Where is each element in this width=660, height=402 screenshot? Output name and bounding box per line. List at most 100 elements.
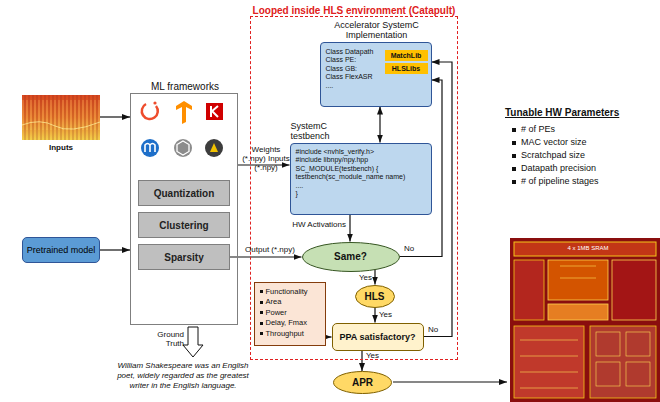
bullet-row: # of pipeline stages [512,176,652,187]
pretrained-box: Pretrained model [22,237,100,263]
parameter-item: MAC vector size [521,137,587,148]
code-box: SystemC testbench#include <nvhls_verify.… [290,143,432,215]
bullet-row: # of PEs [512,124,652,135]
connector [349,215,350,242]
edge-label: Yes [354,273,372,282]
edge-label: Yes [366,351,384,360]
chip-layout [510,238,660,402]
node-heading: Accelerator SystemC Implementation [309,20,445,41]
ground-truth-arrow [183,327,203,357]
bullet-square [260,332,263,335]
framework-icons [141,101,223,157]
node-text: Class GB: [326,65,386,74]
bullet-square [260,290,263,293]
bullet-row: Datapath precision [512,163,652,174]
metric-item: Functionality [266,287,308,298]
connector [374,308,375,323]
bullet-square [512,141,516,145]
node-text: } [296,190,427,199]
ellipse-shape [302,242,399,271]
note-label: Ground Truth [138,330,184,348]
apr-to-chip-arrow [393,382,507,383]
ellipse-shape [334,372,392,394]
edge-label: HW Activations [288,220,346,229]
node-text: testbench(sc_module_name name) [296,173,427,182]
node-text: Pretrained model [27,245,96,255]
node-text: HLS [365,291,385,302]
bullet-row: Delay, Fmax [260,318,322,329]
node-text: .... [296,182,427,191]
node-heading: Inputs [22,143,100,152]
code-box: Accelerator SystemC ImplementationClass … [320,42,432,107]
bullet-square [512,167,516,171]
bullet-row: MAC vector size [512,137,652,148]
decision-ellipse: Same? [302,242,400,272]
node-text: Sparsity [164,252,203,263]
bullet-row: Power [260,308,322,319]
bullet-row: Functionality [260,287,322,298]
node-text: #include libnpy/npy.hpp [296,156,427,165]
edge-label: Weights (*.npy) Inputs (*.npy) [240,145,292,172]
node-text: Class PE: [326,56,386,65]
process-ellipse: APR [333,371,392,394]
connector [100,116,130,117]
bullet-square [260,311,263,314]
node-text: HLSLibs [392,65,420,72]
bullet-row: Scratchpad size [512,150,652,161]
bullet-row: Area [260,297,322,308]
hls-loop-region: Looped inside HLS environment (Catapult)… [250,16,458,360]
node-text: Same? [334,251,367,262]
library-tag: HLSLibs [385,63,428,74]
parameter-item: Scratchpad size [521,150,585,161]
node-text: SC_MODULE(testbench) { [296,165,427,174]
parameter-item: # of pipeline stages [521,176,599,187]
metrics-list: FunctionalityAreaPowerDelay, FmaxThrough… [254,282,326,346]
chip-label: 4 x 1MB SRAM [558,245,618,251]
connector [361,351,362,372]
bullet-square [512,154,516,158]
bullet-square [260,301,263,304]
edge-label: No [404,244,420,253]
process-box: Sparsity [138,244,230,270]
bullet-square [512,128,516,132]
input-figure: Inputs [22,95,100,140]
node-text: #include <nvhls_verify.h> [296,148,427,157]
parameter-heading: Tunable HW Parameters [505,107,655,118]
parameter-item: Datapath precision [521,163,596,174]
node-text: Quantization [154,188,215,199]
process-box: Clustering [138,212,230,238]
ground-truth-text: William Shakespeare was an English poet,… [108,361,258,391]
spectrogram [22,95,100,140]
connector [374,270,375,285]
process-box: Quantization [138,180,230,206]
metric-item: Area [266,297,282,308]
node-heading: Looped inside HLS environment (Catapult) [253,5,456,16]
node-text: Clustering [159,220,208,231]
bullet-square [260,322,263,325]
node-heading: ML frameworks [131,81,239,92]
node-text: .... [326,82,386,91]
decision-box: PPA satisfactory? [332,323,424,351]
metric-item: Power [266,308,287,319]
library-tag: MatchLib [385,50,428,61]
metric-item: Delay, Fmax [266,318,308,329]
node-text: Class FlexASR [326,73,386,82]
node-heading: SystemC testbench [291,121,351,142]
process-ellipse: HLS [355,285,395,308]
node-text: Class Datapath [326,48,386,57]
node-text: APR [352,377,373,388]
edge-label: Output (*.npy) [238,245,302,254]
connector [230,256,302,257]
bullet-row: Throughput [260,329,322,340]
edge-label: Yes [379,310,397,319]
connector [100,249,130,250]
edge-label: No [428,325,444,334]
node-text: PPA satisfactory? [339,332,415,342]
connector [379,107,380,143]
parameter-item: # of PEs [521,124,555,135]
metric-item: Throughput [266,329,304,340]
ellipse-shape [355,285,394,307]
bullet-square [512,180,516,184]
framework-panel: ML frameworksQuantizationClusteringSpars… [130,93,238,325]
